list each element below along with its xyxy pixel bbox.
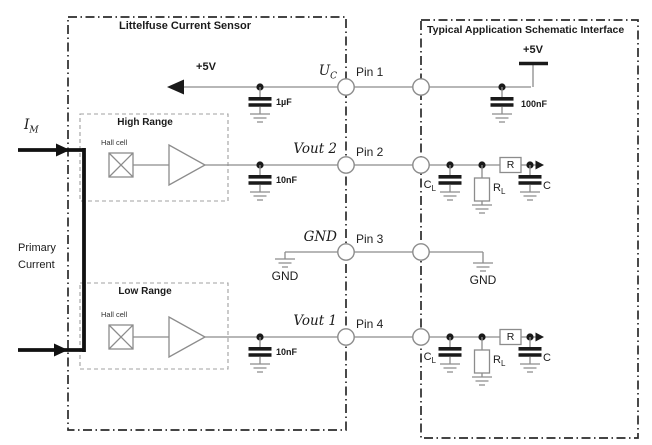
cl-subscript: L	[431, 184, 436, 194]
row-supply	[167, 61, 548, 124]
rl-subscript: L	[500, 187, 506, 197]
series-r-label-pin4: R	[506, 331, 515, 343]
uc-signal-label: UC	[271, 64, 337, 83]
im-subscript: M	[29, 125, 39, 136]
app-cap-100nf-icon	[488, 85, 516, 124]
rl-label-pin4: RL	[493, 354, 505, 369]
sensor-box-border	[67, 16, 347, 431]
filter-cap-10nf-low-icon	[246, 335, 274, 374]
primary-out-arrow-icon	[54, 343, 68, 357]
filter-cap-10nf-high-icon	[246, 163, 274, 202]
rl-symbol: R	[493, 354, 501, 366]
row-gnd	[274, 243, 494, 272]
primary-caption-line2: Current	[18, 259, 55, 272]
sensor-5v-label: +5V	[196, 61, 216, 73]
rl-label-pin2: RL	[493, 182, 505, 197]
load-network-pin4	[439, 330, 545, 386]
hall-cell-low-label: Hall cell	[101, 310, 128, 319]
gnd-signal-label: GND	[303, 229, 337, 245]
filter-cap-high-value: 10nF	[276, 175, 298, 185]
pin3-app-terminal	[412, 243, 430, 261]
out-c-label-pin2: C	[543, 180, 551, 192]
low-range-box-border	[79, 282, 229, 370]
cl-label-pin4: CL	[418, 351, 436, 366]
cl-label-pin2: CL	[418, 179, 436, 194]
sensor-ground-icon	[274, 258, 296, 268]
app-5v-label: +5V	[523, 44, 543, 56]
sensor-box-title: Littelfuse Current Sensor	[118, 20, 252, 32]
pin3-sensor-terminal	[337, 243, 355, 261]
vout1-signal-label: Vout 1	[293, 313, 337, 329]
app-gnd-label: GND	[469, 273, 497, 287]
primary-caption-line1: Primary	[18, 242, 56, 254]
application-box-title: Typical Application Schematic Interface	[427, 24, 625, 36]
out-c-label-pin4: C	[543, 352, 551, 364]
load-network-pin2	[439, 158, 545, 214]
pin3-label: Pin 3	[356, 232, 384, 246]
pin4-app-terminal	[412, 328, 430, 346]
rl-subscript: L	[500, 359, 506, 369]
uc-subscript: C	[330, 71, 337, 82]
high-range-title: High Range	[117, 117, 173, 128]
cl-subscript: L	[431, 356, 436, 366]
cl-symbol: C	[423, 351, 432, 363]
pin1-app-terminal	[412, 78, 430, 96]
rl-symbol: R	[493, 182, 501, 194]
app-cap-value: 100nF	[521, 99, 548, 109]
pin1-label: Pin 1	[356, 65, 384, 79]
row-vout2	[108, 143, 545, 214]
pin2-sensor-terminal	[337, 156, 355, 174]
decoupling-cap-1uf-icon	[246, 85, 274, 124]
sensor-gnd-label: GND	[271, 269, 299, 283]
im-symbol: I	[24, 117, 30, 133]
hall-cell-high-label: Hall cell	[101, 138, 128, 147]
uc-symbol: U	[318, 63, 331, 79]
series-r-label-pin2: R	[506, 159, 515, 171]
application-box-border	[420, 19, 639, 439]
pin2-app-terminal	[412, 156, 430, 174]
decoupling-cap-value: 1µF	[276, 97, 292, 107]
amplifier-low-icon	[168, 315, 207, 359]
filter-cap-low-value: 10nF	[276, 347, 298, 357]
pin1-sensor-terminal	[337, 78, 355, 96]
im-label: IM	[24, 118, 39, 137]
pin4-label: Pin 4	[356, 317, 384, 331]
primary-current-busbar	[18, 143, 86, 357]
primary-in-arrow-icon	[56, 143, 70, 157]
low-range-title: Low Range	[118, 286, 172, 297]
amplifier-high-icon	[168, 143, 207, 187]
supply-arrow-icon	[167, 79, 184, 95]
pin4-sensor-terminal	[337, 328, 355, 346]
cl-symbol: C	[423, 179, 432, 191]
vout2-signal-label: Vout 2	[293, 141, 337, 157]
high-range-box-border	[79, 113, 229, 202]
pin2-label: Pin 2	[356, 145, 384, 159]
primary-current-caption: Primary Current	[18, 242, 56, 271]
app-ground-icon	[472, 262, 494, 272]
row-vout1	[108, 315, 545, 386]
